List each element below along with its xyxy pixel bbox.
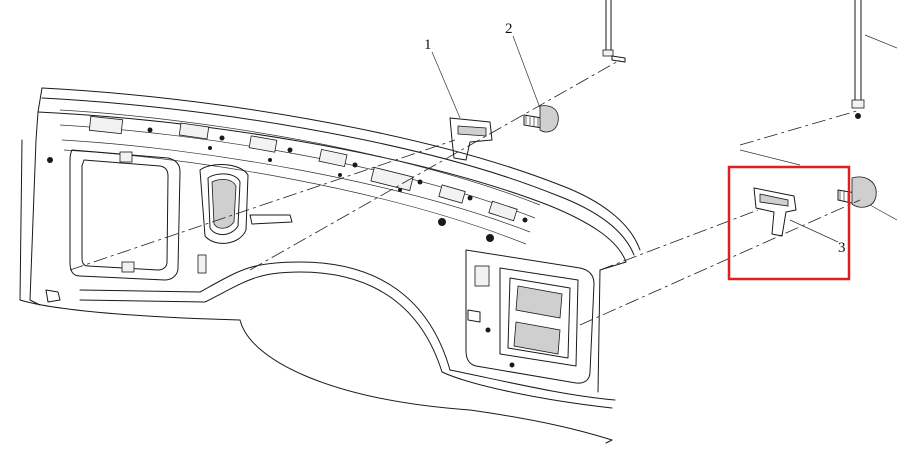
leader-lines — [431, 34, 897, 243]
right-window-frame — [465, 234, 595, 384]
panel-assembly — [19, 87, 641, 444]
upright-rods — [602, 0, 865, 119]
bracket-part-3 — [753, 187, 797, 237]
center-housing — [197, 164, 293, 274]
callout-label-1: 1 — [424, 37, 432, 53]
left-window-frame — [45, 149, 181, 303]
callout-label-2: 2 — [505, 21, 513, 37]
highlight-box — [727, 165, 851, 281]
callout-label-3: 3 — [838, 240, 846, 256]
bolt-part-2 — [523, 105, 559, 133]
bolt-right — [837, 176, 877, 208]
assembly-lines — [69, 59, 861, 326]
top-rail — [59, 109, 541, 245]
bracket-part-1 — [449, 117, 493, 161]
